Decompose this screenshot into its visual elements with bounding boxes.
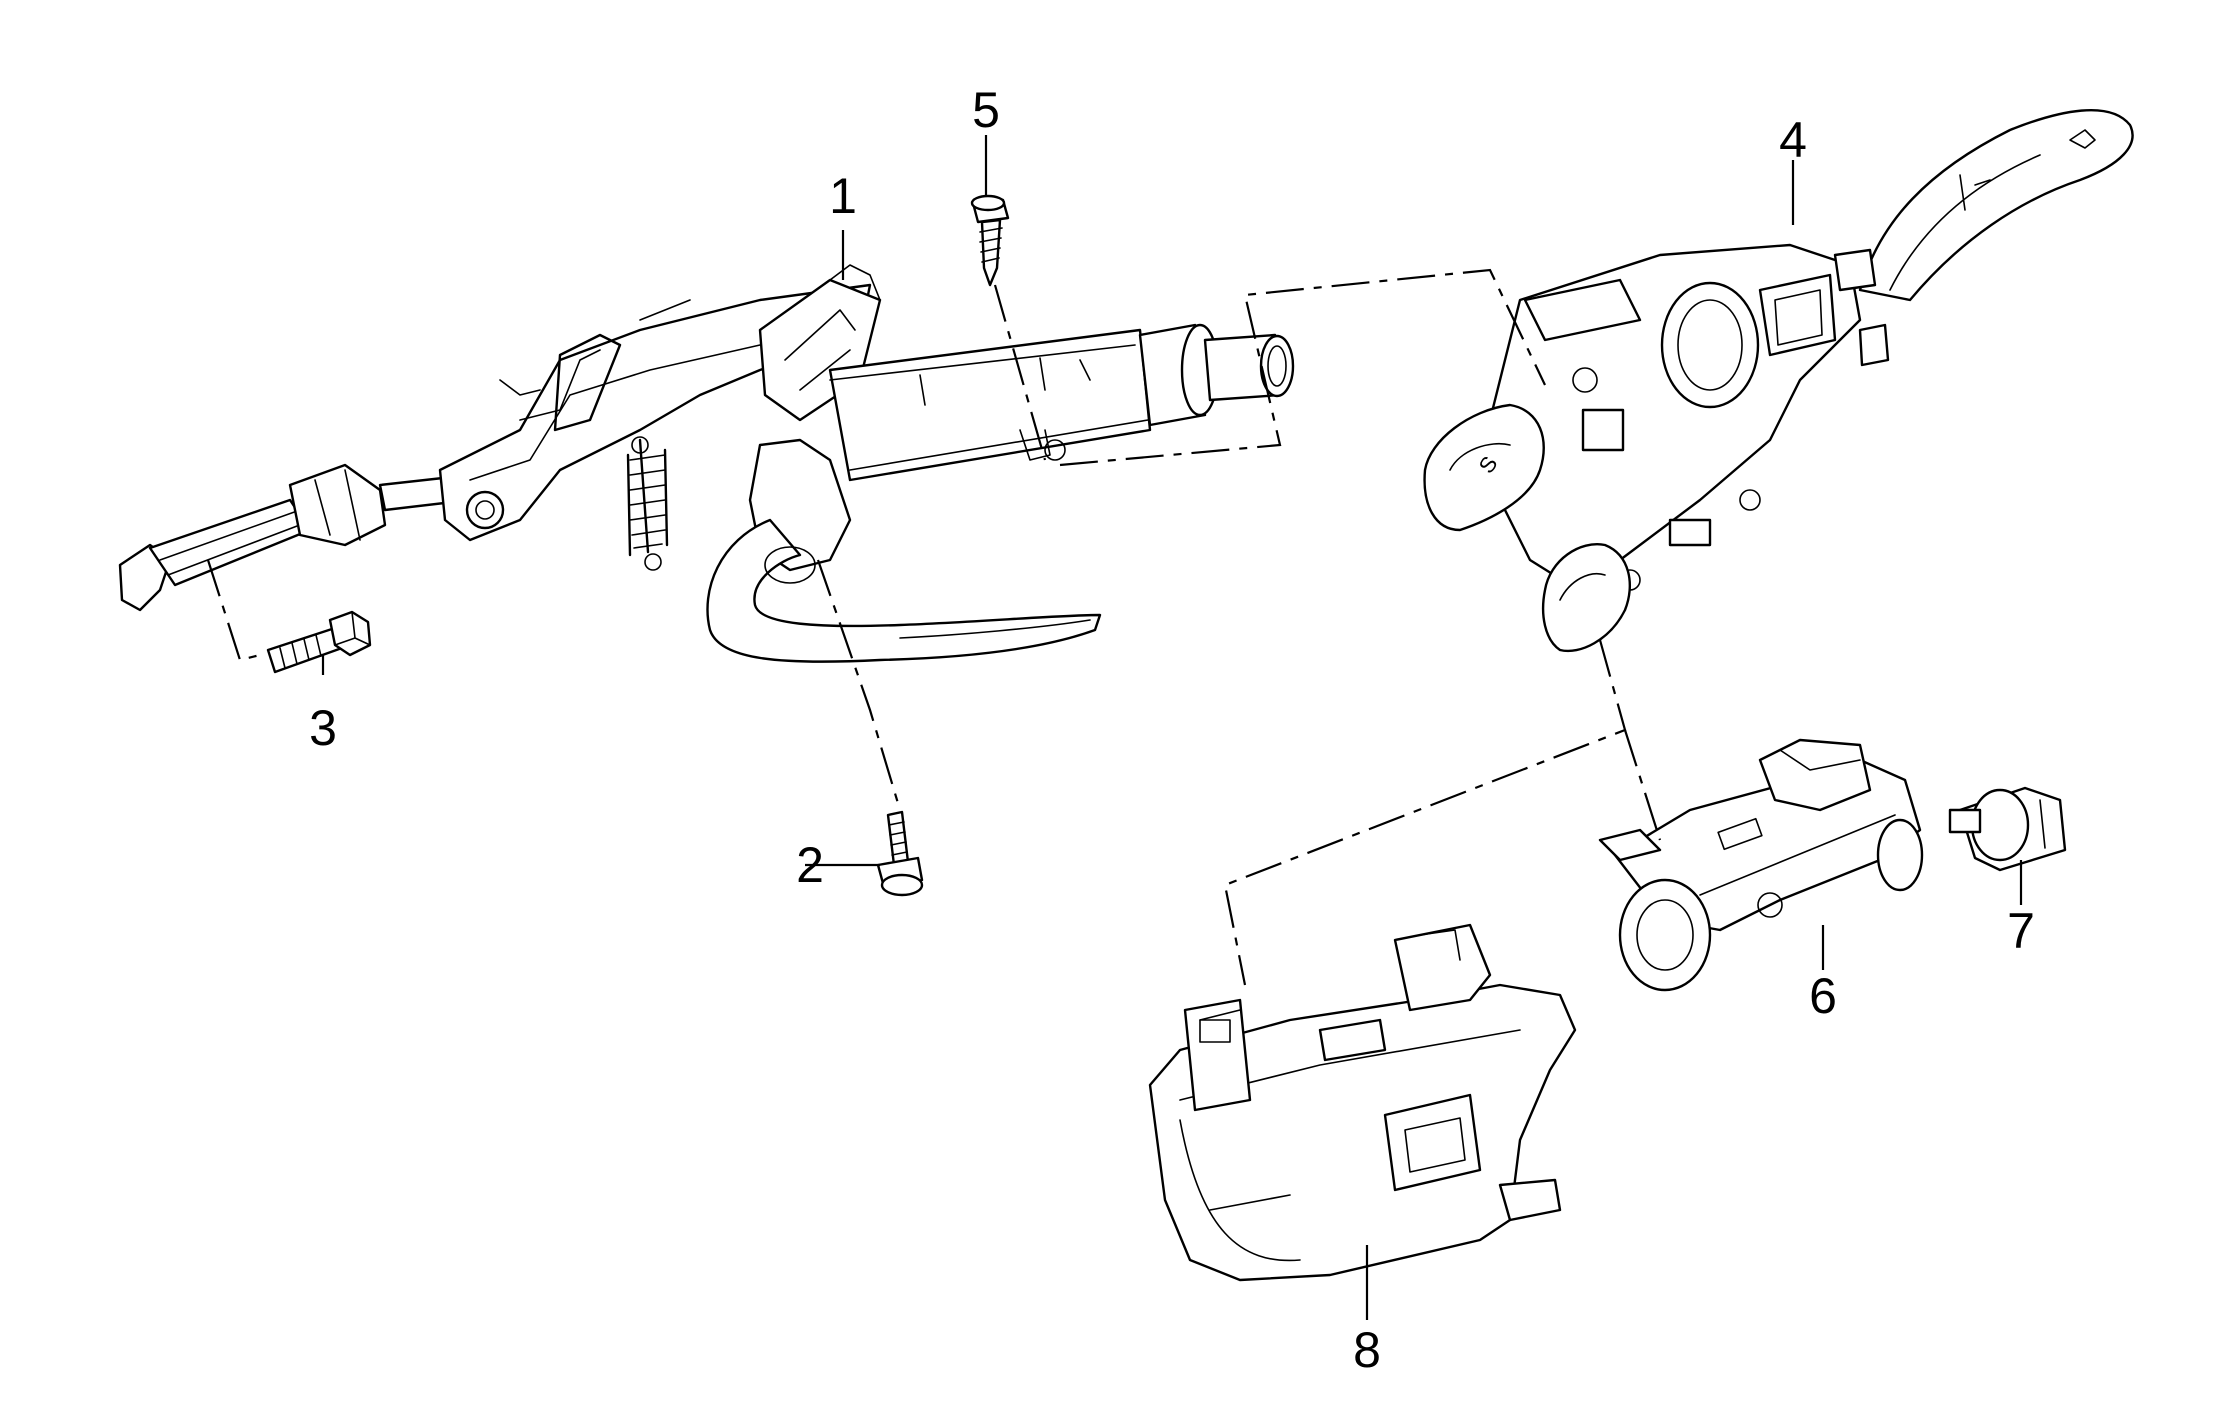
- combination-switch-part-4: S: [1423, 108, 2134, 653]
- adjustment-lever: [706, 438, 1102, 663]
- control-module-part-8: [1148, 923, 1577, 1282]
- callout-4: 4: [1779, 112, 1807, 168]
- screw-part-5: [970, 194, 1010, 287]
- leader-lines: [321, 135, 2023, 1320]
- callout-1: 1: [829, 168, 857, 224]
- steering-column-assembly: [118, 264, 1295, 663]
- callout-2: 2: [796, 837, 824, 893]
- callout-8: 8: [1353, 1322, 1381, 1378]
- spring: [626, 436, 669, 571]
- ignition-lock-housing-part-6: [1598, 738, 1924, 992]
- callout-labels: 1 2 3 4 5 6 7 8: [309, 82, 2035, 1378]
- callout-3: 3: [309, 700, 337, 756]
- assembly-lines: [206, 268, 1662, 986]
- callout-5: 5: [972, 82, 1000, 138]
- callout-7: 7: [2007, 903, 2035, 959]
- switch-plug-part-7: [1948, 786, 2067, 872]
- bolt-part-2: [876, 810, 924, 897]
- callout-6: 6: [1809, 968, 1837, 1024]
- hex-bolt-part-3: [266, 610, 372, 674]
